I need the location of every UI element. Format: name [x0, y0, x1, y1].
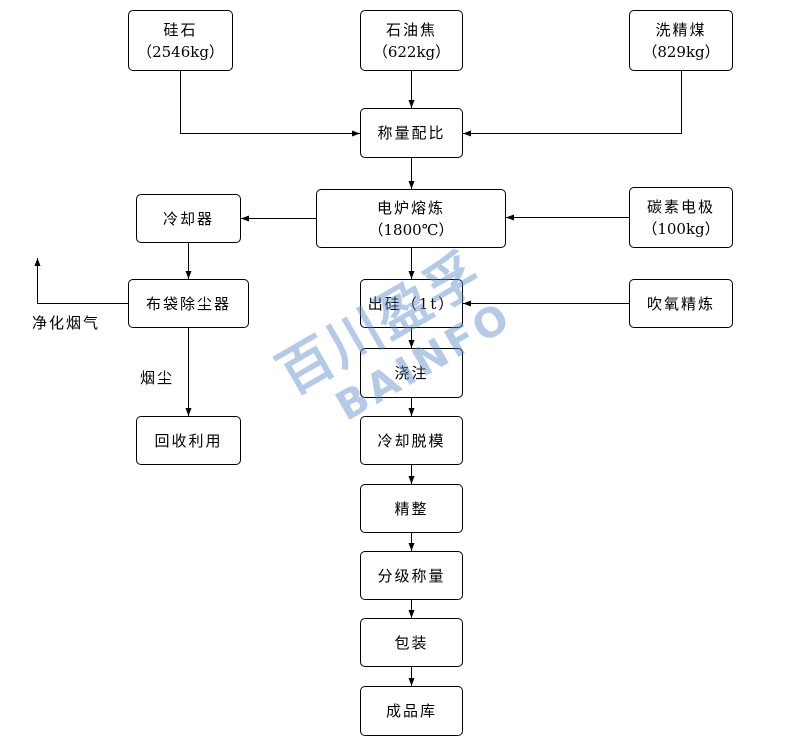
node-label: 硅石	[163, 20, 198, 39]
node-silica: 硅石 （2546kg）	[128, 10, 233, 71]
arrow-silica-to-weighing	[180, 71, 360, 137]
label-purified-flue-gas: 净化烟气	[32, 314, 101, 332]
node-carbon-electrode: 碳素电极 （100kg）	[629, 187, 733, 248]
node-label: 称量配比	[377, 124, 446, 142]
node-tapping: 出硅（1t）	[360, 279, 463, 328]
node-amount: （1800℃）	[368, 220, 454, 239]
node-label: 洗精煤	[655, 20, 707, 39]
node-finishing: 精整	[360, 484, 463, 533]
label-dust: 烟尘	[140, 369, 175, 387]
node-bag-filter: 布袋除尘器	[128, 279, 249, 328]
node-label: 精整	[394, 499, 429, 518]
node-petroleum-coke: 石油焦 （622kg）	[360, 10, 463, 71]
node-casting: 浇注	[360, 348, 463, 398]
node-cooler: 冷却器	[136, 194, 241, 243]
arrow-bagfilter-to-flue-gas	[34, 258, 128, 304]
node-cooling-demolding: 冷却脱模	[360, 416, 463, 465]
node-electric-furnace: 电炉熔炼 （1800℃）	[316, 189, 506, 248]
node-packaging: 包装	[360, 618, 463, 667]
node-label: 石油焦	[385, 20, 437, 39]
node-amount: （2546kg）	[137, 42, 224, 61]
node-label: 成品库	[385, 702, 437, 720]
node-label: 包装	[394, 633, 429, 652]
node-label: 出硅（1t）	[367, 294, 456, 313]
node-recycling: 回收利用	[136, 416, 241, 465]
arrow-coal-to-weighing	[463, 71, 682, 137]
node-oxygen-refining: 吹氧精炼	[629, 279, 733, 328]
node-label: 浇注	[394, 364, 429, 382]
node-label: 吹氧精炼	[646, 294, 715, 313]
node-amount: （829kg）	[642, 42, 720, 61]
node-label: 回收利用	[154, 431, 223, 450]
node-label: 冷却脱模	[377, 431, 446, 450]
node-washed-coal: 洗精煤 （829kg）	[629, 10, 733, 71]
node-label: 布袋除尘器	[145, 294, 231, 313]
node-warehouse: 成品库	[360, 686, 463, 736]
node-amount: （100kg）	[642, 219, 720, 238]
node-weighing-mixing: 称量配比	[360, 108, 463, 158]
node-label: 冷却器	[162, 209, 214, 228]
node-grading-weighing: 分级称量	[360, 551, 463, 600]
node-amount: （622kg）	[372, 42, 451, 61]
node-label: 碳素电极	[646, 197, 715, 216]
node-label: 分级称量	[377, 566, 446, 585]
node-label: 电炉熔炼	[376, 198, 445, 217]
